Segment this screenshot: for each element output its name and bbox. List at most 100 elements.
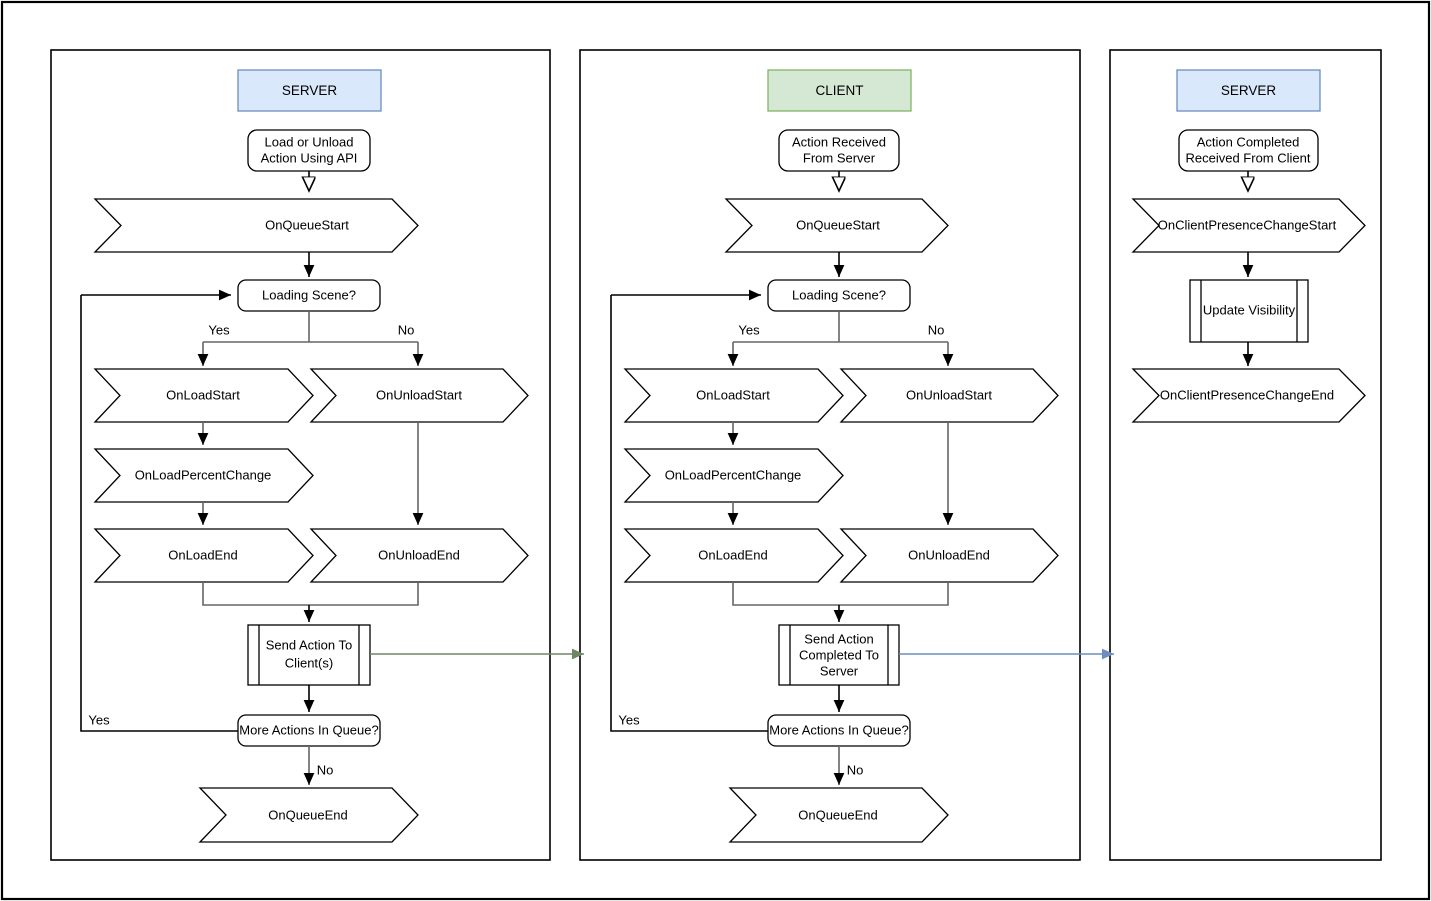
- onqueueend-chevron: [198, 787, 419, 843]
- node-client-onunloadstart[interactable]: OnUnloadStart: [839, 368, 1059, 423]
- node-action-completed-received[interactable]: Action Completed Received From Client: [1178, 129, 1319, 172]
- client-onloadpercentchange-label: OnLoadPercentChange: [665, 467, 802, 482]
- send-action-label-line2: Client(s): [285, 655, 333, 670]
- connector-client-loopback-to-loading: [610, 295, 768, 732]
- start-label-line1: Load or Unload: [265, 134, 354, 149]
- client-send-action-label-line1: Send Action: [804, 631, 873, 646]
- onqueuestart-chevron: [93, 198, 419, 253]
- node-client-decision-more-actions[interactable]: More Actions In Queue?: [767, 714, 911, 747]
- label-client-branch-no: No: [928, 322, 945, 337]
- label-loop-yes: Yes: [88, 712, 110, 727]
- node-onqueuestart[interactable]: OnQueueStart: [93, 198, 419, 253]
- onunloadend-chevron: [309, 528, 529, 583]
- onunloadend-label: OnUnloadEnd: [378, 547, 460, 562]
- node-onclientpresencechangeend[interactable]: OnClientPresenceChangeEnd: [1131, 368, 1366, 423]
- node-onunloadend[interactable]: OnUnloadEnd: [309, 528, 529, 583]
- onloadend-chevron: [93, 528, 314, 583]
- client-onunloadend-label: OnUnloadEnd: [908, 547, 990, 562]
- node-onloadend[interactable]: OnLoadEnd: [93, 528, 314, 583]
- label-exit-no: No: [317, 762, 334, 777]
- node-client-onqueuestart[interactable]: OnQueueStart: [724, 198, 949, 253]
- node-onloadstart[interactable]: OnLoadStart: [93, 368, 314, 423]
- node-start-load-unload[interactable]: Load or Unload Action Using API: [247, 129, 371, 172]
- node-client-onqueueend[interactable]: OnQueueEnd: [728, 787, 949, 843]
- column-header-server-right: SERVER: [1176, 69, 1321, 112]
- node-client-start[interactable]: Action Received From Server: [778, 129, 900, 172]
- client-onqueuestart-label: OnQueueStart: [796, 217, 880, 232]
- server-right-header-box: [1176, 69, 1321, 112]
- connector-merge-ends: [202, 582, 419, 606]
- onunloadstart-chevron: [309, 368, 529, 423]
- node-client-onloadend[interactable]: OnLoadEnd: [623, 528, 844, 583]
- client-onunloadstart-label: OnUnloadStart: [906, 387, 992, 402]
- server-header-label: SERVER: [282, 83, 338, 98]
- label-client-loop-yes: Yes: [618, 712, 640, 727]
- onclientpresencechangeend-label: OnClientPresenceChangeEnd: [1160, 387, 1334, 402]
- node-decision-more-actions[interactable]: More Actions In Queue?: [237, 714, 381, 747]
- send-action-box: [247, 624, 371, 686]
- client-header-box: [767, 69, 912, 112]
- onloadstart-label: OnLoadStart: [166, 387, 240, 402]
- onclientpresencechangeend-chevron: [1131, 368, 1366, 423]
- node-client-onunloadend[interactable]: OnUnloadEnd: [839, 528, 1059, 583]
- column-header-server-left: SERVER: [237, 69, 382, 112]
- node-client-onloadstart[interactable]: OnLoadStart: [623, 368, 844, 423]
- label-branch-yes: Yes: [208, 322, 230, 337]
- client-onloadpercentchange-chevron: [623, 448, 844, 503]
- client-loading-scene-label: Loading Scene?: [792, 287, 886, 302]
- node-onclientpresencechangestart[interactable]: OnClientPresenceChangeStart: [1131, 198, 1366, 253]
- client-send-action-box: [778, 624, 900, 686]
- node-client-decision-loading-scene[interactable]: Loading Scene?: [767, 279, 911, 312]
- label-client-branch-yes: Yes: [738, 322, 760, 337]
- label-client-exit-no: No: [847, 762, 864, 777]
- server-header-box: [237, 69, 382, 112]
- node-update-visibility[interactable]: Update Visibility: [1189, 279, 1309, 343]
- column-container-server-left: [50, 49, 551, 861]
- column-container-client: [579, 49, 1081, 861]
- client-onunloadstart-chevron: [839, 368, 1059, 423]
- update-visibility-box: [1189, 279, 1309, 343]
- onclientpresencechangestart-chevron: [1131, 198, 1366, 253]
- onloadend-label: OnLoadEnd: [168, 547, 237, 562]
- onloadpercentchange-label: OnLoadPercentChange: [135, 467, 272, 482]
- onloadstart-chevron: [93, 368, 314, 423]
- client-send-action-label-line3: Server: [820, 663, 859, 678]
- connector-client-merge-ends: [732, 582, 949, 606]
- start-label-line2: Action Using API: [261, 150, 358, 165]
- node-onloadpercentchange[interactable]: OnLoadPercentChange: [93, 448, 314, 503]
- client-send-action-label-line2: Completed To: [799, 647, 879, 662]
- client-onqueueend-label: OnQueueEnd: [798, 807, 878, 822]
- loading-scene-label: Loading Scene?: [262, 287, 356, 302]
- client-more-actions-label: More Actions In Queue?: [769, 722, 908, 737]
- more-actions-label: More Actions In Queue?: [239, 722, 378, 737]
- server-right-start-label-line1: Action Completed: [1197, 134, 1300, 149]
- onloadpercentchange-chevron: [93, 448, 314, 503]
- node-send-action-to-clients[interactable]: Send Action To Client(s): [247, 624, 371, 686]
- column-header-client: CLIENT: [767, 69, 912, 112]
- node-onqueueend[interactable]: OnQueueEnd: [198, 787, 419, 843]
- node-client-onloadpercentchange[interactable]: OnLoadPercentChange: [623, 448, 844, 503]
- node-send-action-completed-to-server[interactable]: Send Action Completed To Server: [778, 624, 900, 686]
- onqueueend-label: OnQueueEnd: [268, 807, 348, 822]
- client-onloadend-chevron: [623, 528, 844, 583]
- onunloadstart-label: OnUnloadStart: [376, 387, 462, 402]
- client-onloadstart-chevron: [623, 368, 844, 423]
- column-container-server-right: [1109, 49, 1382, 861]
- client-onloadend-label: OnLoadEnd: [698, 547, 767, 562]
- update-visibility-label: Update Visibility: [1203, 302, 1296, 317]
- send-action-label-line1: Send Action To: [266, 637, 353, 652]
- node-decision-loading-scene[interactable]: Loading Scene?: [237, 279, 381, 312]
- onclientpresencechangestart-label: OnClientPresenceChangeStart: [1158, 217, 1337, 232]
- client-onloadstart-label: OnLoadStart: [696, 387, 770, 402]
- server-right-start-label-line2: Received From Client: [1186, 150, 1311, 165]
- connector-loopback-to-loading: [80, 295, 238, 732]
- client-onqueuestart-chevron: [724, 198, 949, 253]
- client-start-label-line2: From Server: [803, 150, 876, 165]
- client-header-label: CLIENT: [815, 83, 863, 98]
- label-branch-no: No: [398, 322, 415, 337]
- onqueuestart-label: OnQueueStart: [265, 217, 349, 232]
- node-onunloadstart[interactable]: OnUnloadStart: [309, 368, 529, 423]
